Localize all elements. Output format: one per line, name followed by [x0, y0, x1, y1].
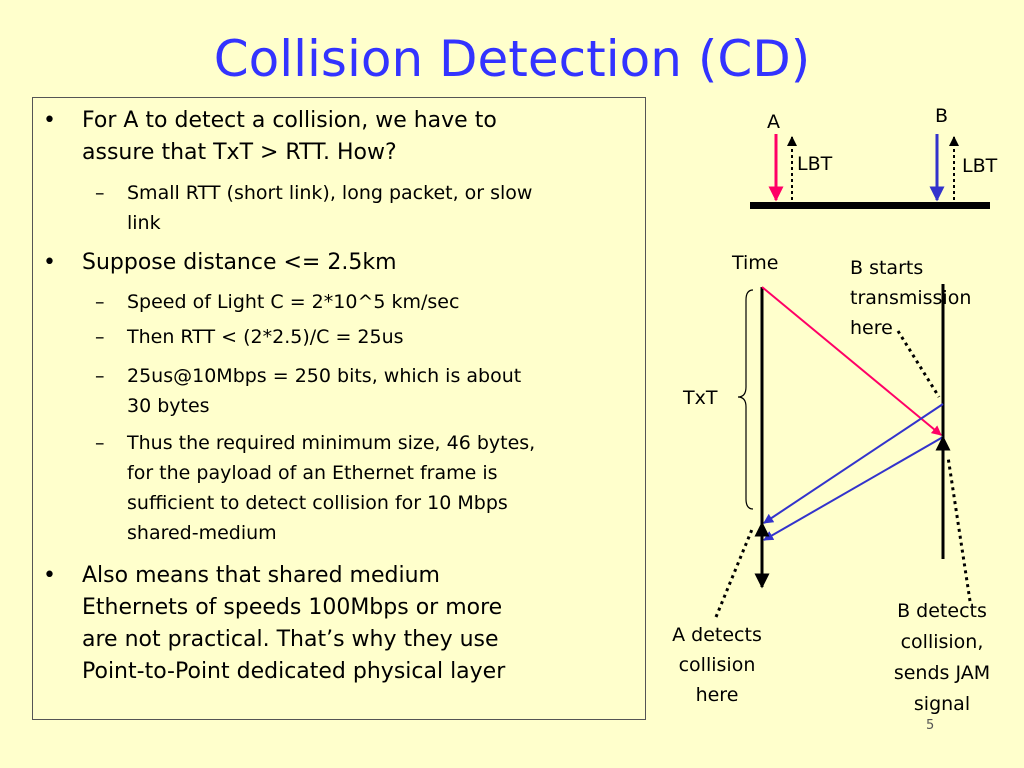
- time-label: Time: [732, 252, 779, 274]
- lbt-a-label: LBT: [797, 153, 833, 175]
- station-b-label: B: [935, 105, 949, 127]
- bullet-3-line-4: Point-to-Point dedicated physical layer: [82, 659, 506, 684]
- sub-bullet-2-4-line-1: Thus the required minimum size, 46 bytes…: [127, 432, 536, 454]
- sub-bullet-marker: –: [95, 291, 105, 313]
- sub-bullet-2-4-line-3: sufficient to detect collision for 10 Mb…: [127, 492, 508, 514]
- sub-bullet-1-1-line-2: link: [127, 212, 161, 234]
- jam-signal: [763, 436, 944, 541]
- sub-bullet-marker: –: [95, 365, 105, 387]
- bullet-1-line-1: For A to detect a collision, we have to: [82, 108, 497, 133]
- sub-bullet-2-3-line-1: 25us@10Mbps = 250 bits, which is about: [127, 365, 522, 387]
- a-detects-pointer: [714, 526, 755, 618]
- b-detects-pointer: [946, 456, 972, 602]
- bullet-marker: •: [43, 250, 56, 275]
- bullet-3-line-2: Ethernets of speeds 100Mbps or more: [82, 595, 503, 620]
- b-signal: [763, 403, 944, 524]
- bullet-marker: •: [43, 563, 56, 588]
- b-detects-annotation: B detects collision, sends JAM signal: [893, 600, 991, 715]
- sub-bullet-marker: –: [95, 326, 105, 348]
- lbt-b-label: LBT: [962, 155, 998, 177]
- bullet-1-line-2: assure that TxT > RTT. How?: [82, 140, 397, 165]
- slide-title: Collision Detection (CD): [213, 30, 811, 88]
- a-signal: [761, 286, 942, 436]
- station-a-label: A: [767, 111, 780, 133]
- sub-bullet-2-1: Speed of Light C = 2*10^5 km/sec: [127, 291, 460, 313]
- sub-bullet-2-2: Then RTT < (2*2.5)/C = 25us: [127, 326, 404, 348]
- diagram-graphics: [714, 134, 990, 618]
- bullet-2-line-1: Suppose distance <= 2.5km: [82, 250, 397, 275]
- txt-brace: [737, 289, 754, 510]
- sub-bullet-1-1-line-1: Small RTT (short link), long packet, or …: [127, 182, 533, 204]
- b-starts-annotation: B starts transmission here: [850, 257, 972, 339]
- b-starts-pointer: [896, 330, 941, 398]
- bullet-3-line-3: are not practical. That’s why they use: [82, 627, 499, 652]
- sub-bullet-2-3-line-2: 30 bytes: [127, 395, 210, 417]
- shared-bus: [750, 202, 990, 209]
- bullet-3-line-1: Also means that shared medium: [82, 563, 440, 588]
- sub-bullet-marker: –: [95, 432, 105, 454]
- collision-diagram: A B LBT LBT Time TxT B starts transmissi…: [650, 97, 1024, 768]
- sub-bullet-2-4-line-2: for the payload of an Ethernet frame is: [127, 462, 498, 484]
- bullet-marker: •: [43, 108, 56, 133]
- slide-number: 5: [926, 718, 935, 733]
- sub-bullet-2-4-line-4: shared-medium: [127, 522, 277, 544]
- bullet-text-box: • For A to detect a collision, we have t…: [32, 97, 646, 720]
- txt-label: TxT: [683, 387, 718, 409]
- a-detects-annotation: A detects collision here: [672, 624, 762, 706]
- sub-bullet-marker: –: [95, 182, 105, 204]
